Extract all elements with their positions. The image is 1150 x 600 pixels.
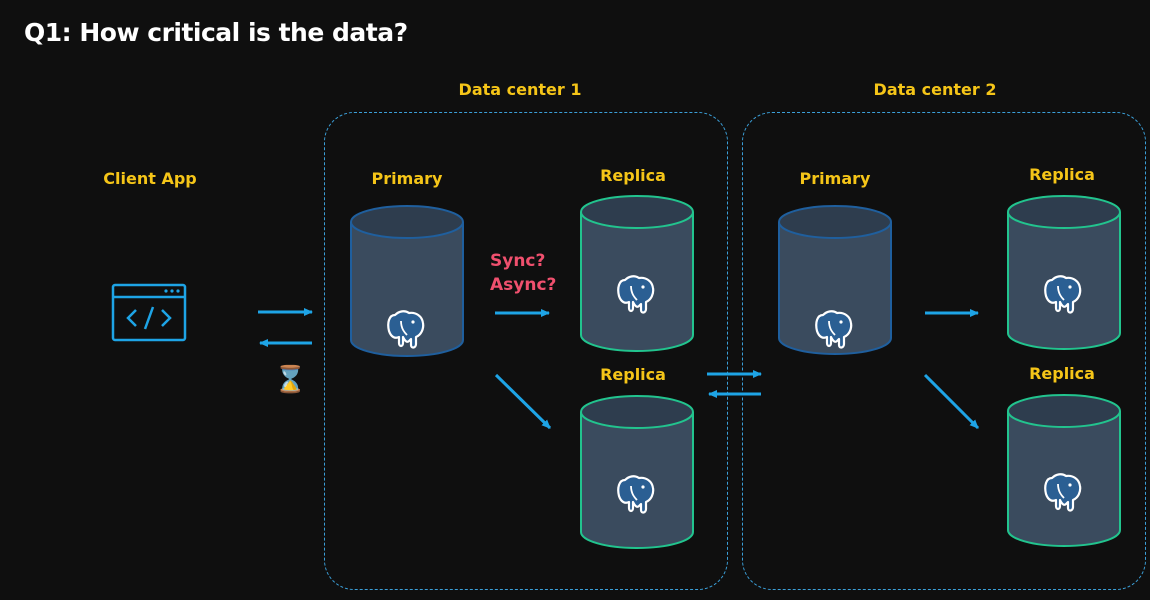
code-window-icon: [111, 283, 187, 342]
replication-mode-question: Sync? Async?: [490, 249, 556, 297]
dc1-primary-label: Primary: [371, 169, 443, 188]
client-app-label: Client App: [103, 169, 197, 188]
dc2-primary-label: Primary: [799, 169, 871, 188]
async-question: Async?: [490, 275, 557, 295]
hourglass-icon: ⌛: [274, 365, 307, 395]
data-center-2-boundary: [742, 112, 1146, 590]
dc2-primary-database: [778, 205, 892, 355]
dc2-primary-to-replica-bottom-arrow: [923, 373, 980, 430]
dc1-replica-bottom-database: [580, 395, 694, 549]
dc2-replica-top-database: [1007, 195, 1121, 350]
dc1-replica-bottom-label: Replica: [600, 365, 666, 384]
dc1-replica-top-database: [580, 195, 694, 352]
dc1-primary-database: [350, 205, 464, 357]
page-title: Q1: How critical is the data?: [24, 18, 408, 47]
data-center-1-boundary: [324, 112, 728, 590]
dc2-replica-bottom-database: [1007, 394, 1121, 547]
sync-question: Sync?: [490, 251, 546, 271]
dc2-replica-top-label: Replica: [1029, 165, 1095, 184]
data-center-2-label: Data center 2: [873, 80, 997, 99]
dc1-replica-top-label: Replica: [600, 166, 666, 185]
dc2-replica-bottom-label: Replica: [1029, 364, 1095, 383]
primary-to-replica-bottom-arrow: [494, 373, 552, 430]
data-center-1-label: Data center 1: [458, 80, 582, 99]
